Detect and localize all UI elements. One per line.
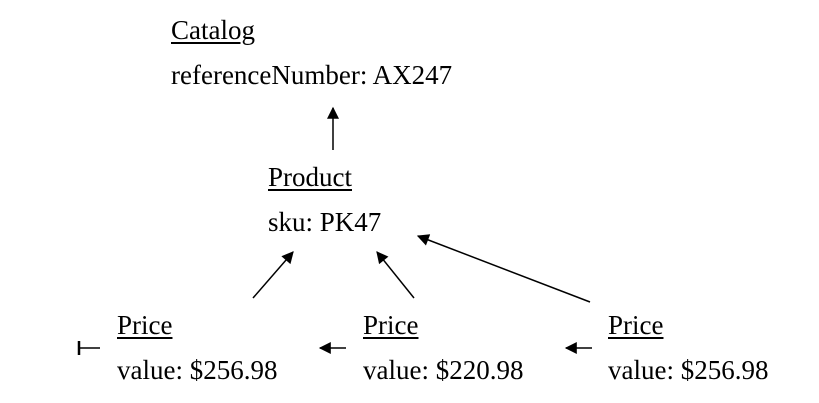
price-object-1: Price value: $256.98 xyxy=(117,310,277,385)
price1-to-product-arrow xyxy=(252,251,294,299)
price-object-2: Price value: $220.98 xyxy=(363,310,523,385)
product-object: Product sku: PK47 xyxy=(268,162,381,237)
price-object-3: Price value: $256.98 xyxy=(608,310,768,385)
price-class-name: Price xyxy=(608,310,664,340)
null-terminator-symbol xyxy=(77,341,100,355)
price-value: value: $220.98 xyxy=(363,355,524,385)
price3-to-product-arrow xyxy=(416,234,591,303)
price-value: value: $256.98 xyxy=(608,355,769,385)
price-class-name: Price xyxy=(117,310,173,340)
price-class-name: Price xyxy=(363,310,419,340)
product-class-name: Product xyxy=(268,162,352,192)
catalog-class-name: Catalog xyxy=(171,15,255,45)
catalog-reference-number: referenceNumber: AX247 xyxy=(171,60,453,90)
price-value: value: $256.98 xyxy=(117,355,278,385)
catalog-object: Catalog referenceNumber: AX247 xyxy=(171,15,452,90)
price2-to-product-arrow xyxy=(376,251,415,299)
product-sku: sku: PK47 xyxy=(268,207,382,237)
